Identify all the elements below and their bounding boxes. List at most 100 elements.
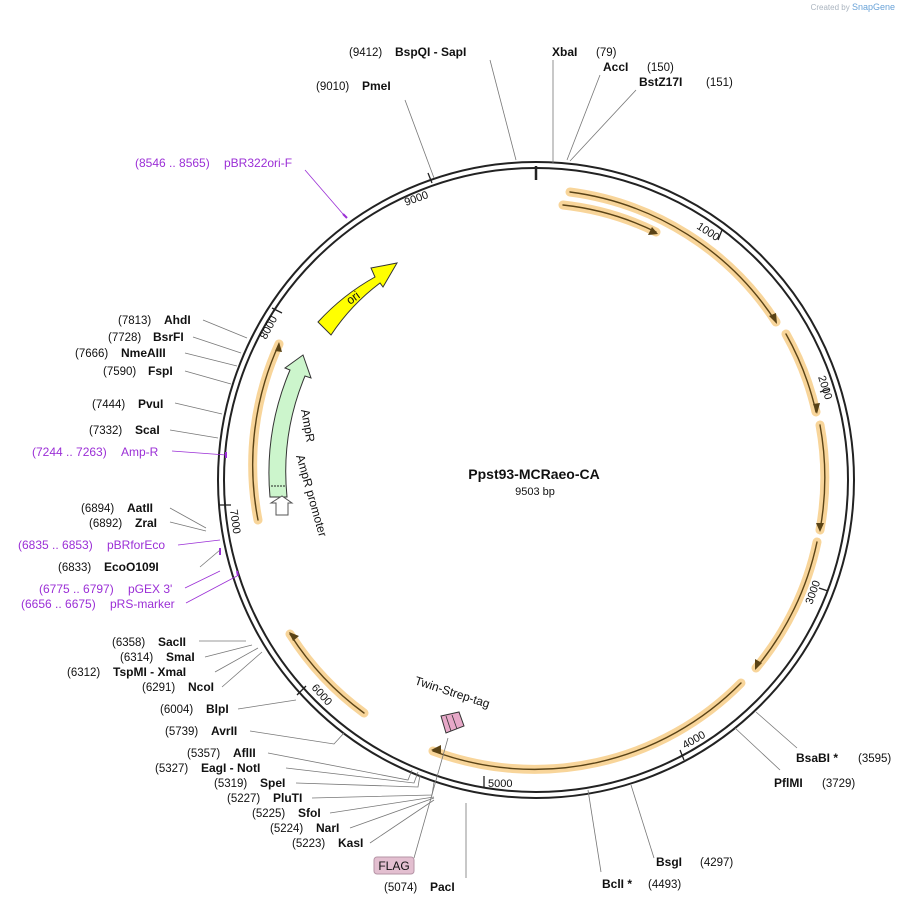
tick-5000: 5000 [488,778,512,790]
enzyme-pos-nmeaiii: (7666) [75,348,108,360]
flag-label: FLAG [378,859,409,873]
enzyme-pos-acci: (150) [647,62,674,74]
primer-marks [219,213,348,577]
tick-7000: 7000 [227,509,242,535]
enzyme-pos-pvui: (7444) [92,399,125,411]
leader-lines [169,59,798,878]
orf-arc-1 [565,187,781,327]
enzyme-pos-bsrfi: (7728) [108,332,141,344]
enzyme-pos-spei: (5319) [214,778,247,790]
enzyme-name-pmei: PmeI [362,79,391,93]
enzyme-pos-bstz17i: (151) [706,77,733,89]
enzyme-pos-bsabi: (3595) [858,753,891,765]
orf-arrowheads [275,227,824,754]
snapgene-logo: SnapGene [851,2,895,12]
enzyme-name-aatii: AatII [127,501,153,515]
enzyme-labels: (9412) BspQI - SapI XbaI (79) AccI (150)… [58,45,891,894]
enzyme-name-tspmi: TspMI - XmaI [113,665,186,679]
enzyme-name-pflmi: PflMI [774,776,803,790]
enzyme-pos-aatii: (6894) [81,503,114,515]
enzyme-name-bcli: BclI * [602,877,632,891]
enzyme-pos-fspi: (7590) [103,366,136,378]
primer-name-pbrforeco: pBRforEco [107,538,165,552]
enzyme-name-fspi: FspI [148,364,173,378]
orf-arc-4 [815,420,830,535]
enzyme-pos-zrai: (6892) [89,518,122,530]
enzyme-name-pvui: PvuI [138,397,163,411]
enzyme-name-ahdi: AhdI [164,313,191,327]
enzyme-pos-bsgi: (4297) [700,857,733,869]
enzyme-name-bsgi: BsgI [656,855,682,869]
enzyme-pos-sfoi: (5225) [252,808,285,820]
enzyme-name-nari: NarI [316,821,339,835]
enzyme-name-acci: AccI [603,60,628,74]
ori-label: ori [344,288,363,307]
plasmid-length: 9503 bp [515,486,555,498]
orf-arc-5 [751,537,822,673]
backbone [217,161,855,799]
enzyme-name-bspqi: BspQI - SapI [395,45,466,59]
enzyme-pos-xbai: (79) [596,47,617,59]
orf-arc-3 [781,329,821,417]
enzyme-name-bsabi: BsaBI * [796,751,838,765]
enzyme-pos-tspmi: (6312) [67,667,100,679]
enzyme-name-ecoo109i: EcoO109I [104,560,159,574]
enzyme-pos-pmei: (9010) [316,81,349,93]
tick-9000: 9000 [403,189,430,209]
orf-arc-2 [558,200,661,237]
enzyme-name-zrai: ZraI [135,516,157,530]
enzyme-pos-pluti: (5227) [227,793,260,805]
enzyme-name-avrii: AvrII [211,724,237,738]
enzyme-name-sacii: SacII [158,635,186,649]
enzyme-pos-paci: (5074) [384,882,417,894]
twin-strep-tag-feature: Twin-Strep-tag [413,674,492,734]
primer-name-pbr322ori-f: pBR322ori-F [224,156,292,170]
enzyme-name-eagi: EagI - NotI [201,761,260,775]
enzyme-pos-nari: (5224) [270,823,303,835]
primer-range-amp-r: (7244 .. 7263) [32,445,107,459]
brand-prefix: Created by [810,3,850,12]
primer-name-amp-r: Amp-R [121,445,159,459]
ori-feature: ori [317,262,398,336]
ampr-label: AmpR [298,408,318,444]
ampr-promoter-label: AmpR promoter [293,453,330,538]
primer-range-pbrforeco: (6835 .. 6853) [18,538,93,552]
snapgene-brand: Created by SnapGene [811,2,895,12]
enzyme-pos-ahdi: (7813) [118,315,151,327]
enzyme-name-kasi: KasI [338,836,363,850]
primer-name-prs-marker: pRS-marker [110,597,175,611]
enzyme-pos-bspqi: (9412) [349,47,382,59]
enzyme-name-smai: SmaI [166,650,195,664]
enzyme-name-pluti: PluTI [273,791,302,805]
enzyme-name-paci: PacI [430,880,455,894]
enzyme-name-nmeaiii: NmeAIII [121,346,166,360]
flag-feature: FLAG [373,737,449,875]
orf-arc-8 [248,339,284,525]
enzyme-pos-ncoi: (6291) [142,682,175,694]
primer-range-prs-marker: (6656 .. 6675) [21,597,96,611]
enzyme-pos-smai: (6314) [120,652,153,664]
enzyme-name-spei: SpeI [260,776,285,790]
enzyme-pos-avrii: (5739) [165,726,198,738]
plasmid-name: Ppst93-MCRaeo-CA [468,466,599,482]
enzyme-name-bstz17i: BstZ17I [639,75,682,89]
orf-arc-6 [428,678,746,774]
enzyme-name-bsrfi: BsrFI [153,330,184,344]
enzyme-pos-ecoo109i: (6833) [58,562,91,574]
enzyme-pos-sacii: (6358) [112,637,145,649]
enzyme-name-blpi: BlpI [206,702,229,716]
orf-arcs [248,187,830,774]
orf-arc-7 [285,629,369,718]
enzyme-pos-kasi: (5223) [292,838,325,850]
primer-range-pbr322ori-f: (8546 .. 8565) [135,156,210,170]
enzyme-name-scai: ScaI [135,423,160,437]
enzyme-pos-aflii: (5357) [187,748,220,760]
primer-name-pgex3: pGEX 3' [128,582,172,596]
primer-range-pgex3: (6775 .. 6797) [39,582,114,596]
enzyme-pos-pflmi: (3729) [822,778,855,790]
enzyme-pos-bcli: (4493) [648,879,681,891]
enzyme-pos-blpi: (6004) [160,704,193,716]
ampr-feature: AmpR [268,354,318,498]
enzyme-name-sfoi: SfoI [298,806,321,820]
